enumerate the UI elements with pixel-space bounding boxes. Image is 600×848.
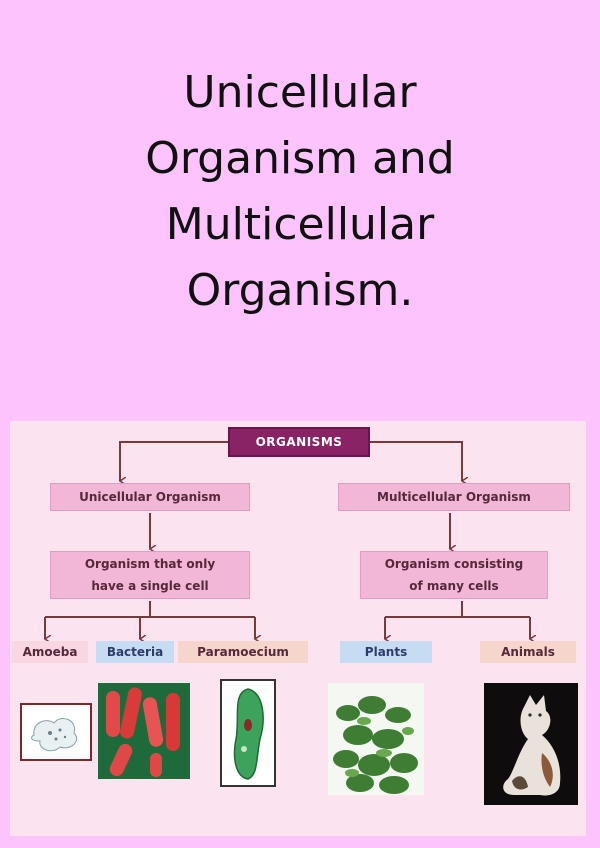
amoeba-image: [20, 703, 92, 761]
example-amoeba: Amoeba: [12, 641, 88, 663]
example-paramoecium: Paramoecium: [178, 641, 308, 663]
example-bacteria: Bacteria: [96, 641, 174, 663]
title-line-4: Organism.: [186, 265, 414, 316]
title-line-3: Multicellular: [165, 199, 435, 250]
page-title: Unicellular Organism and Multicellular O…: [60, 60, 540, 324]
animals-image: [484, 683, 578, 805]
unicellular-description: Organism that only have a single cell: [50, 551, 250, 599]
title-line-1: Unicellular: [183, 67, 417, 118]
connector-lines: [10, 441, 586, 836]
plants-image: [328, 683, 424, 795]
organisms-diagram: ORGANISMS Unicellular Organism Multicell…: [10, 421, 586, 836]
bacteria-image: [98, 683, 190, 779]
arrow-root-to-multicellular: [370, 441, 462, 481]
unicellular-description-line-1: Organism that only: [84, 557, 216, 571]
title-line-2: Organism and: [145, 133, 455, 184]
paramoecium-image: [220, 679, 276, 787]
multicellular-description-line-2: of many cells: [409, 579, 499, 593]
multicellular-node: Multicellular Organism: [338, 483, 570, 511]
root-node: ORGANISMS: [228, 427, 370, 457]
unicellular-node: Unicellular Organism: [50, 483, 250, 511]
unicellular-description-line-2: have a single cell: [91, 579, 209, 593]
multicellular-description: Organism consisting of many cells: [360, 551, 548, 599]
example-animals: Animals: [480, 641, 576, 663]
example-plants: Plants: [340, 641, 432, 663]
arrow-root-to-unicellular: [120, 441, 228, 481]
multicellular-description-line-1: Organism consisting: [384, 557, 524, 571]
